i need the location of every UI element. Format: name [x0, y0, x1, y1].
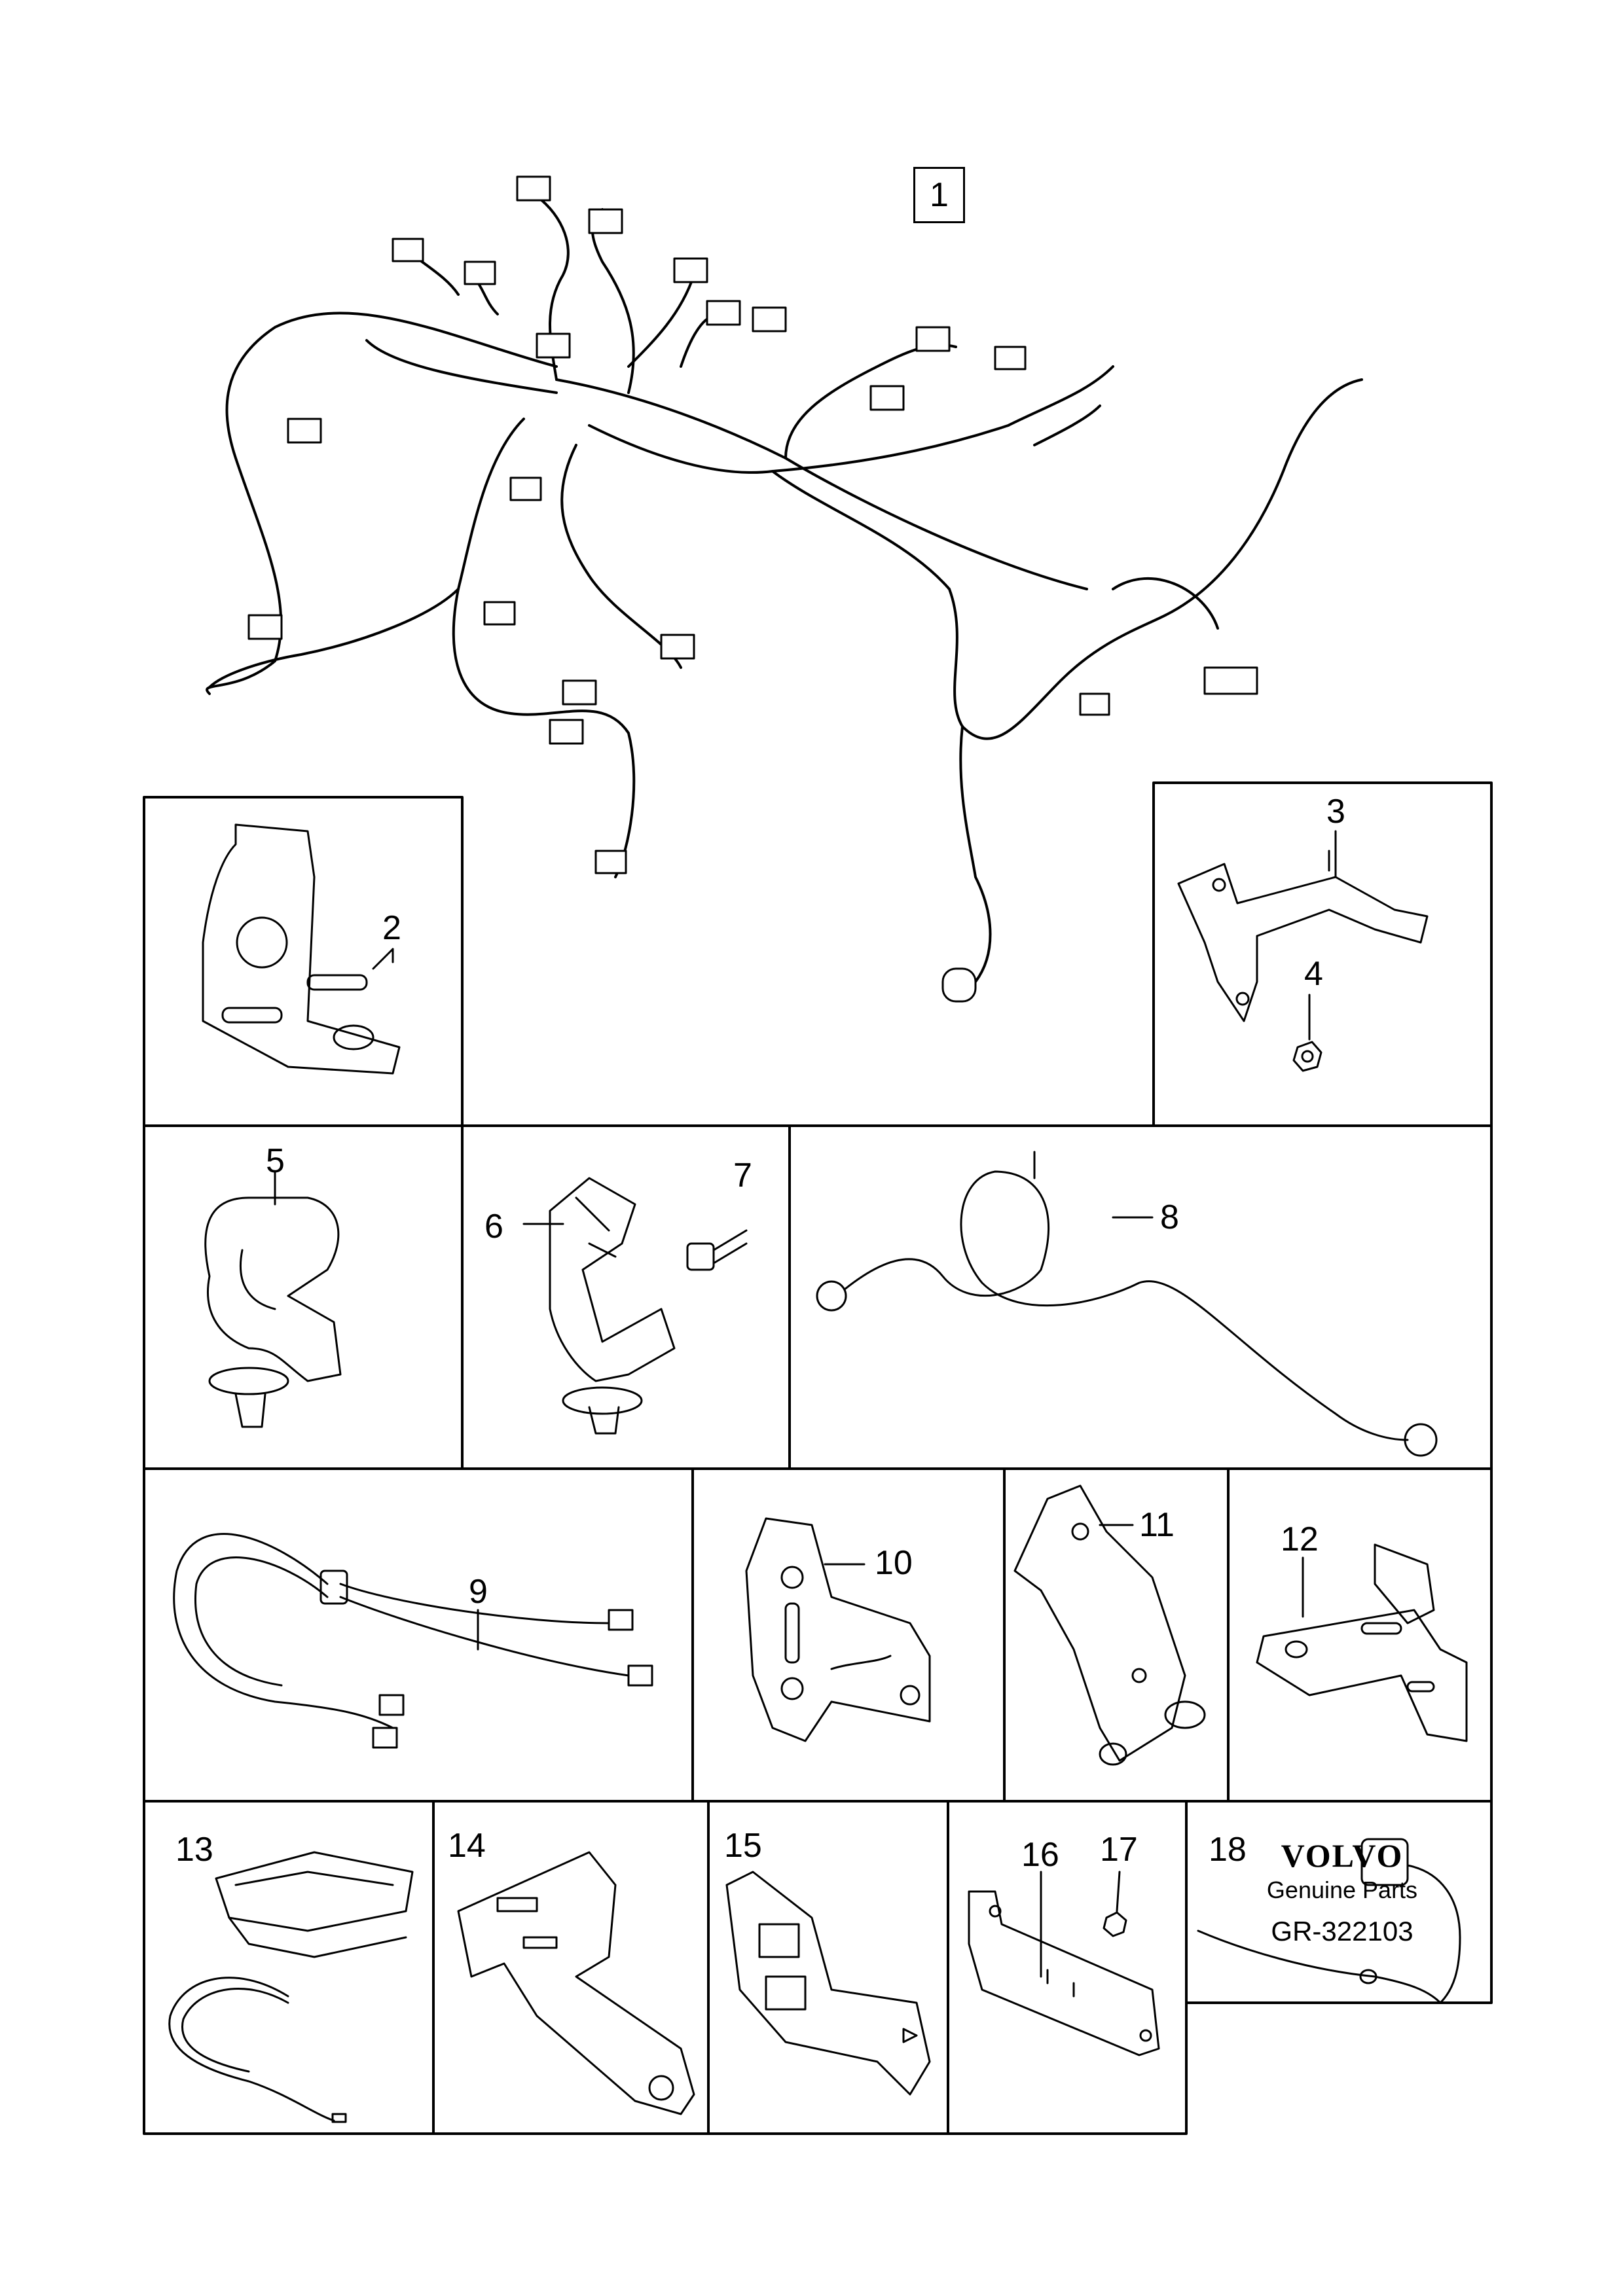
callout-9: 9: [469, 1573, 488, 1611]
callout-10: 10: [875, 1544, 913, 1582]
callout-3: 3: [1326, 793, 1345, 831]
part-8-ground-cable: [816, 1151, 1438, 1457]
part-18-connector-lead: [1197, 1838, 1461, 2004]
callout-16: 16: [1021, 1836, 1059, 1874]
part-10-bracket: [745, 1517, 931, 1742]
diagram-code: GR-322103: [1271, 1916, 1413, 1946]
callout-12: 12: [1281, 1520, 1319, 1558]
callout-1: 1: [913, 167, 965, 223]
callout-11: 11: [1139, 1506, 1175, 1544]
callout-2: 2: [382, 909, 401, 947]
part-4-nut: [1292, 994, 1322, 1072]
part-11-bracket: [1013, 1484, 1206, 1766]
part-5-clip: [204, 1196, 342, 1428]
callout-15: 15: [724, 1827, 762, 1865]
main-wiring-harness: [206, 175, 1363, 1003]
genuine-parts-tagline: Genuine Parts: [1266, 1876, 1418, 1903]
part-6-clip: [549, 1177, 676, 1435]
leader-lines: [274, 830, 1337, 1978]
callout-4: 4: [1304, 955, 1323, 993]
callout-6: 6: [484, 1208, 503, 1246]
part-frames: [143, 781, 1493, 2135]
part-12-bracket: [1256, 1543, 1468, 1742]
part-14-bracket: [457, 1851, 695, 2115]
part-3-bracket: [1177, 850, 1429, 1022]
part-16-bracket: [968, 1890, 1160, 2056]
callout-17: 17: [1100, 1831, 1138, 1869]
callout-13: 13: [175, 1831, 213, 1869]
part-15-bracket: [725, 1871, 931, 2096]
part-9-harness: [173, 1533, 653, 1749]
volvo-logo: VOLVO: [1281, 1837, 1404, 1874]
callout-8: 8: [1160, 1198, 1179, 1236]
part-7-screw: [686, 1229, 748, 1271]
callout-14: 14: [448, 1827, 486, 1865]
callout-5: 5: [266, 1142, 285, 1180]
part-17-nut: [1103, 1871, 1127, 1937]
part-13-clip-and-cable: [168, 1851, 414, 2123]
callout-7: 7: [733, 1157, 752, 1194]
part-2-bracket: [202, 823, 401, 1075]
callout-18: 18: [1209, 1831, 1247, 1869]
